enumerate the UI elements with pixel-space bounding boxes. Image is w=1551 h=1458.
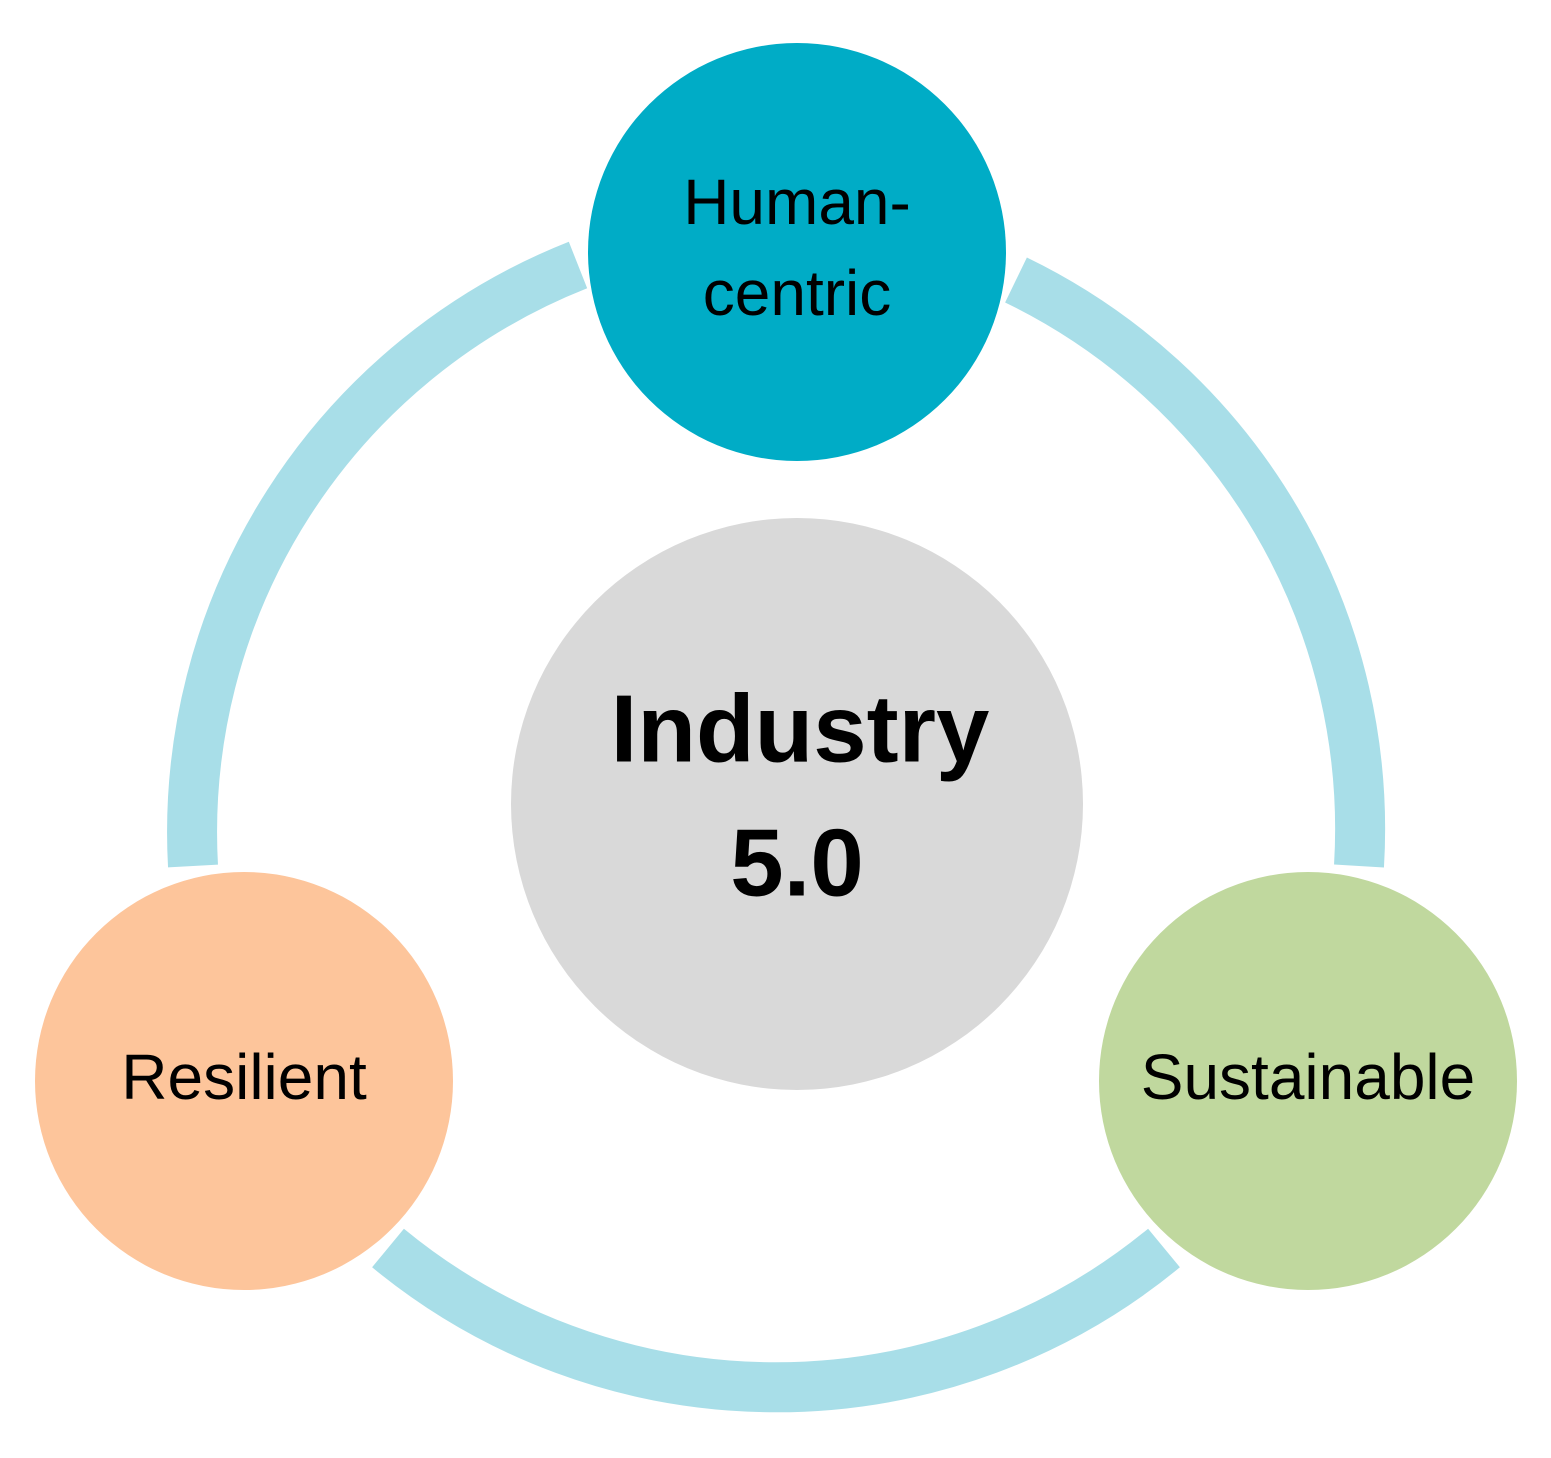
- human-centric-label-line1: Human-: [683, 166, 911, 238]
- center-node: Industry 5.0: [511, 518, 1083, 1090]
- sustainable-label: Sustainable: [1141, 1041, 1475, 1113]
- center-label-line2: 5.0: [730, 809, 863, 916]
- sustainable-circle: [1099, 872, 1517, 1290]
- center-label-line1: Industry: [611, 675, 990, 782]
- human-centric-label-line2: centric: [703, 257, 892, 329]
- ring-arc-left: [167, 241, 588, 868]
- ring-arc-right: [1005, 257, 1386, 868]
- human-centric-circle: [588, 43, 1006, 461]
- ring-arc-bottom: [372, 1228, 1180, 1413]
- sustainable-node: Sustainable: [1099, 872, 1517, 1290]
- resilient-label: Resilient: [121, 1041, 367, 1113]
- human-centric-node: Human- centric: [588, 43, 1006, 461]
- center-circle: [511, 518, 1083, 1090]
- resilient-circle: [35, 872, 453, 1290]
- resilient-node: Resilient: [35, 872, 453, 1290]
